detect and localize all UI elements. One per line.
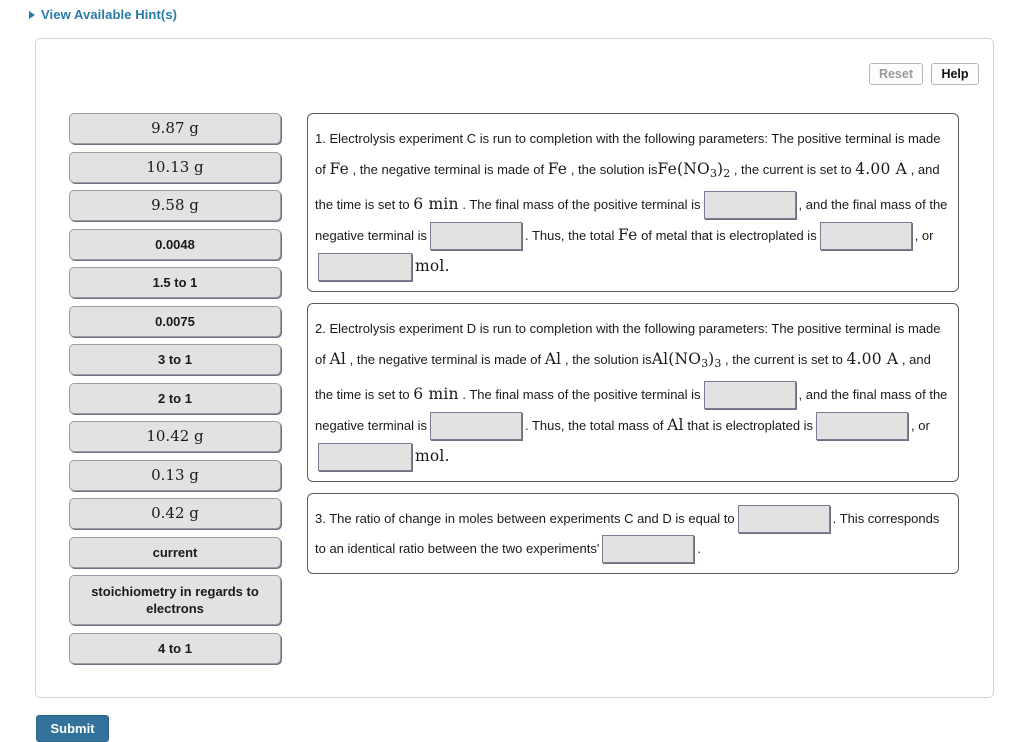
q1-dropzone-positive-mass[interactable] bbox=[703, 191, 796, 220]
q2-formula-solution: Al(NO3)3 bbox=[651, 349, 722, 370]
bank-item[interactable]: current bbox=[69, 536, 281, 568]
q2-formula-current: 4.00 A bbox=[846, 349, 899, 368]
bank-item[interactable]: stoichiometry in regards to electrons bbox=[69, 575, 281, 625]
q1-dropzone-electroplated-mass[interactable] bbox=[819, 222, 912, 251]
q2-text-8: . Thus, the total mass of bbox=[525, 417, 664, 433]
q1-number: 1. bbox=[315, 131, 326, 146]
q2-text-6: . The final mass of the positive termina… bbox=[462, 386, 701, 402]
question-2: 2. Electrolysis experiment D is run to c… bbox=[307, 302, 959, 482]
bank-item[interactable]: 9.87 g bbox=[69, 113, 281, 144]
bank-item[interactable]: 10.42 g bbox=[69, 421, 281, 452]
q1-formula-solution: Fe(NO3)2 bbox=[657, 160, 731, 180]
q2-text-5: , and the time is set to bbox=[315, 351, 931, 402]
q1-text-4: , the current is set to bbox=[733, 162, 852, 177]
q2-dropzone-positive-mass[interactable] bbox=[703, 381, 796, 410]
q2-formula-time: 6 min bbox=[413, 384, 459, 403]
q3-text-1: The ratio of change in moles between exp… bbox=[329, 510, 735, 526]
bank-item[interactable]: 0.42 g bbox=[69, 498, 281, 529]
submit-button[interactable]: Submit bbox=[36, 715, 109, 742]
q1-unit-mol: mol. bbox=[415, 256, 450, 275]
q2-dropzone-electroplated-mass[interactable] bbox=[816, 412, 909, 441]
bank-item[interactable]: 0.0048 bbox=[69, 228, 281, 260]
question-3: 3. The ratio of change in moles between … bbox=[307, 492, 959, 574]
q2-text-1: Electrolysis experiment D is run to comp… bbox=[315, 320, 941, 367]
q2-formula-positive-terminal: Al bbox=[329, 349, 347, 368]
q2-text-4: , the current is set to bbox=[725, 351, 843, 367]
q2-text-2: , the negative terminal is made of bbox=[349, 351, 542, 367]
q1-text-8: . Thus, the total bbox=[525, 227, 615, 243]
q1-text-6: . The final mass of the positive termina… bbox=[462, 196, 701, 212]
q3-dropzone-ratio[interactable] bbox=[737, 505, 830, 534]
q3-number: 3. bbox=[315, 510, 326, 526]
q1-text-5: , and the time is set to bbox=[315, 162, 940, 212]
q2-text-10: , or bbox=[911, 417, 930, 433]
q2-number: 2. bbox=[315, 320, 326, 336]
question-1: 1. Electrolysis experiment C is run to c… bbox=[307, 113, 959, 292]
question-list: 1. Electrolysis experiment C is run to c… bbox=[307, 113, 959, 574]
q2-text-9: that is electroplated is bbox=[687, 417, 814, 433]
q1-formula-negative-terminal: Fe bbox=[547, 160, 568, 178]
q1-formula-metal: Fe bbox=[618, 225, 638, 244]
q3-dropzone-quantity[interactable] bbox=[602, 535, 695, 564]
view-hints-link[interactable]: View Available Hint(s) bbox=[29, 7, 177, 22]
q1-dropzone-negative-mass[interactable] bbox=[430, 222, 522, 251]
card-toolbar: Reset Help bbox=[868, 63, 979, 85]
help-button[interactable]: Help bbox=[931, 63, 979, 85]
bank-item[interactable]: 1.5 to 1 bbox=[69, 267, 281, 298]
q2-text-3: , the solution is bbox=[564, 351, 652, 367]
q2-unit-mol: mol. bbox=[415, 446, 450, 465]
q1-formula-current: 4.00 A bbox=[855, 160, 908, 178]
q2-formula-metal: Al bbox=[667, 415, 684, 434]
q1-text-9: of metal that is electroplated is bbox=[641, 227, 817, 243]
q3-text-2: . This corresponds to an identical ratio… bbox=[315, 510, 940, 556]
q2-formula-negative-terminal: Al bbox=[544, 349, 562, 368]
q1-text-3: , the solution is bbox=[570, 162, 658, 177]
reset-button[interactable]: Reset bbox=[868, 63, 923, 85]
q2-dropzone-electroplated-moles[interactable] bbox=[318, 443, 412, 472]
q1-text-1: Electrolysis experiment C is run to comp… bbox=[315, 131, 941, 177]
q2-text-7: , and the final mass of the negative ter… bbox=[315, 386, 948, 433]
q1-dropzone-electroplated-moles[interactable] bbox=[318, 253, 412, 282]
q1-formula-positive-terminal: Fe bbox=[329, 160, 349, 178]
bank-item[interactable]: 3 to 1 bbox=[69, 344, 281, 375]
activity-card: Reset Help 9.87 g 10.13 g 9.58 g 0.0048 … bbox=[35, 38, 994, 698]
bank-item[interactable]: 9.58 g bbox=[69, 190, 281, 221]
answer-bank: 9.87 g 10.13 g 9.58 g 0.0048 1.5 to 1 0.… bbox=[69, 113, 281, 664]
q1-formula-time: 6 min bbox=[413, 194, 459, 213]
q2-dropzone-negative-mass[interactable] bbox=[430, 412, 522, 441]
q3-text-3: . bbox=[697, 540, 701, 556]
q1-text-2: , the negative terminal is made of bbox=[352, 162, 545, 177]
q1-text-7: , and the final mass of the negative ter… bbox=[315, 196, 948, 243]
bank-item[interactable]: 2 to 1 bbox=[69, 382, 281, 414]
bank-item[interactable]: 0.0075 bbox=[69, 305, 281, 337]
bank-item[interactable]: 0.13 g bbox=[69, 459, 281, 491]
bank-item[interactable]: 4 to 1 bbox=[69, 632, 281, 664]
bank-item[interactable]: 10.13 g bbox=[69, 151, 281, 183]
q1-text-10: , or bbox=[914, 227, 934, 243]
view-hints-label: View Available Hint(s) bbox=[41, 7, 178, 22]
triangle-right-icon bbox=[29, 10, 35, 19]
